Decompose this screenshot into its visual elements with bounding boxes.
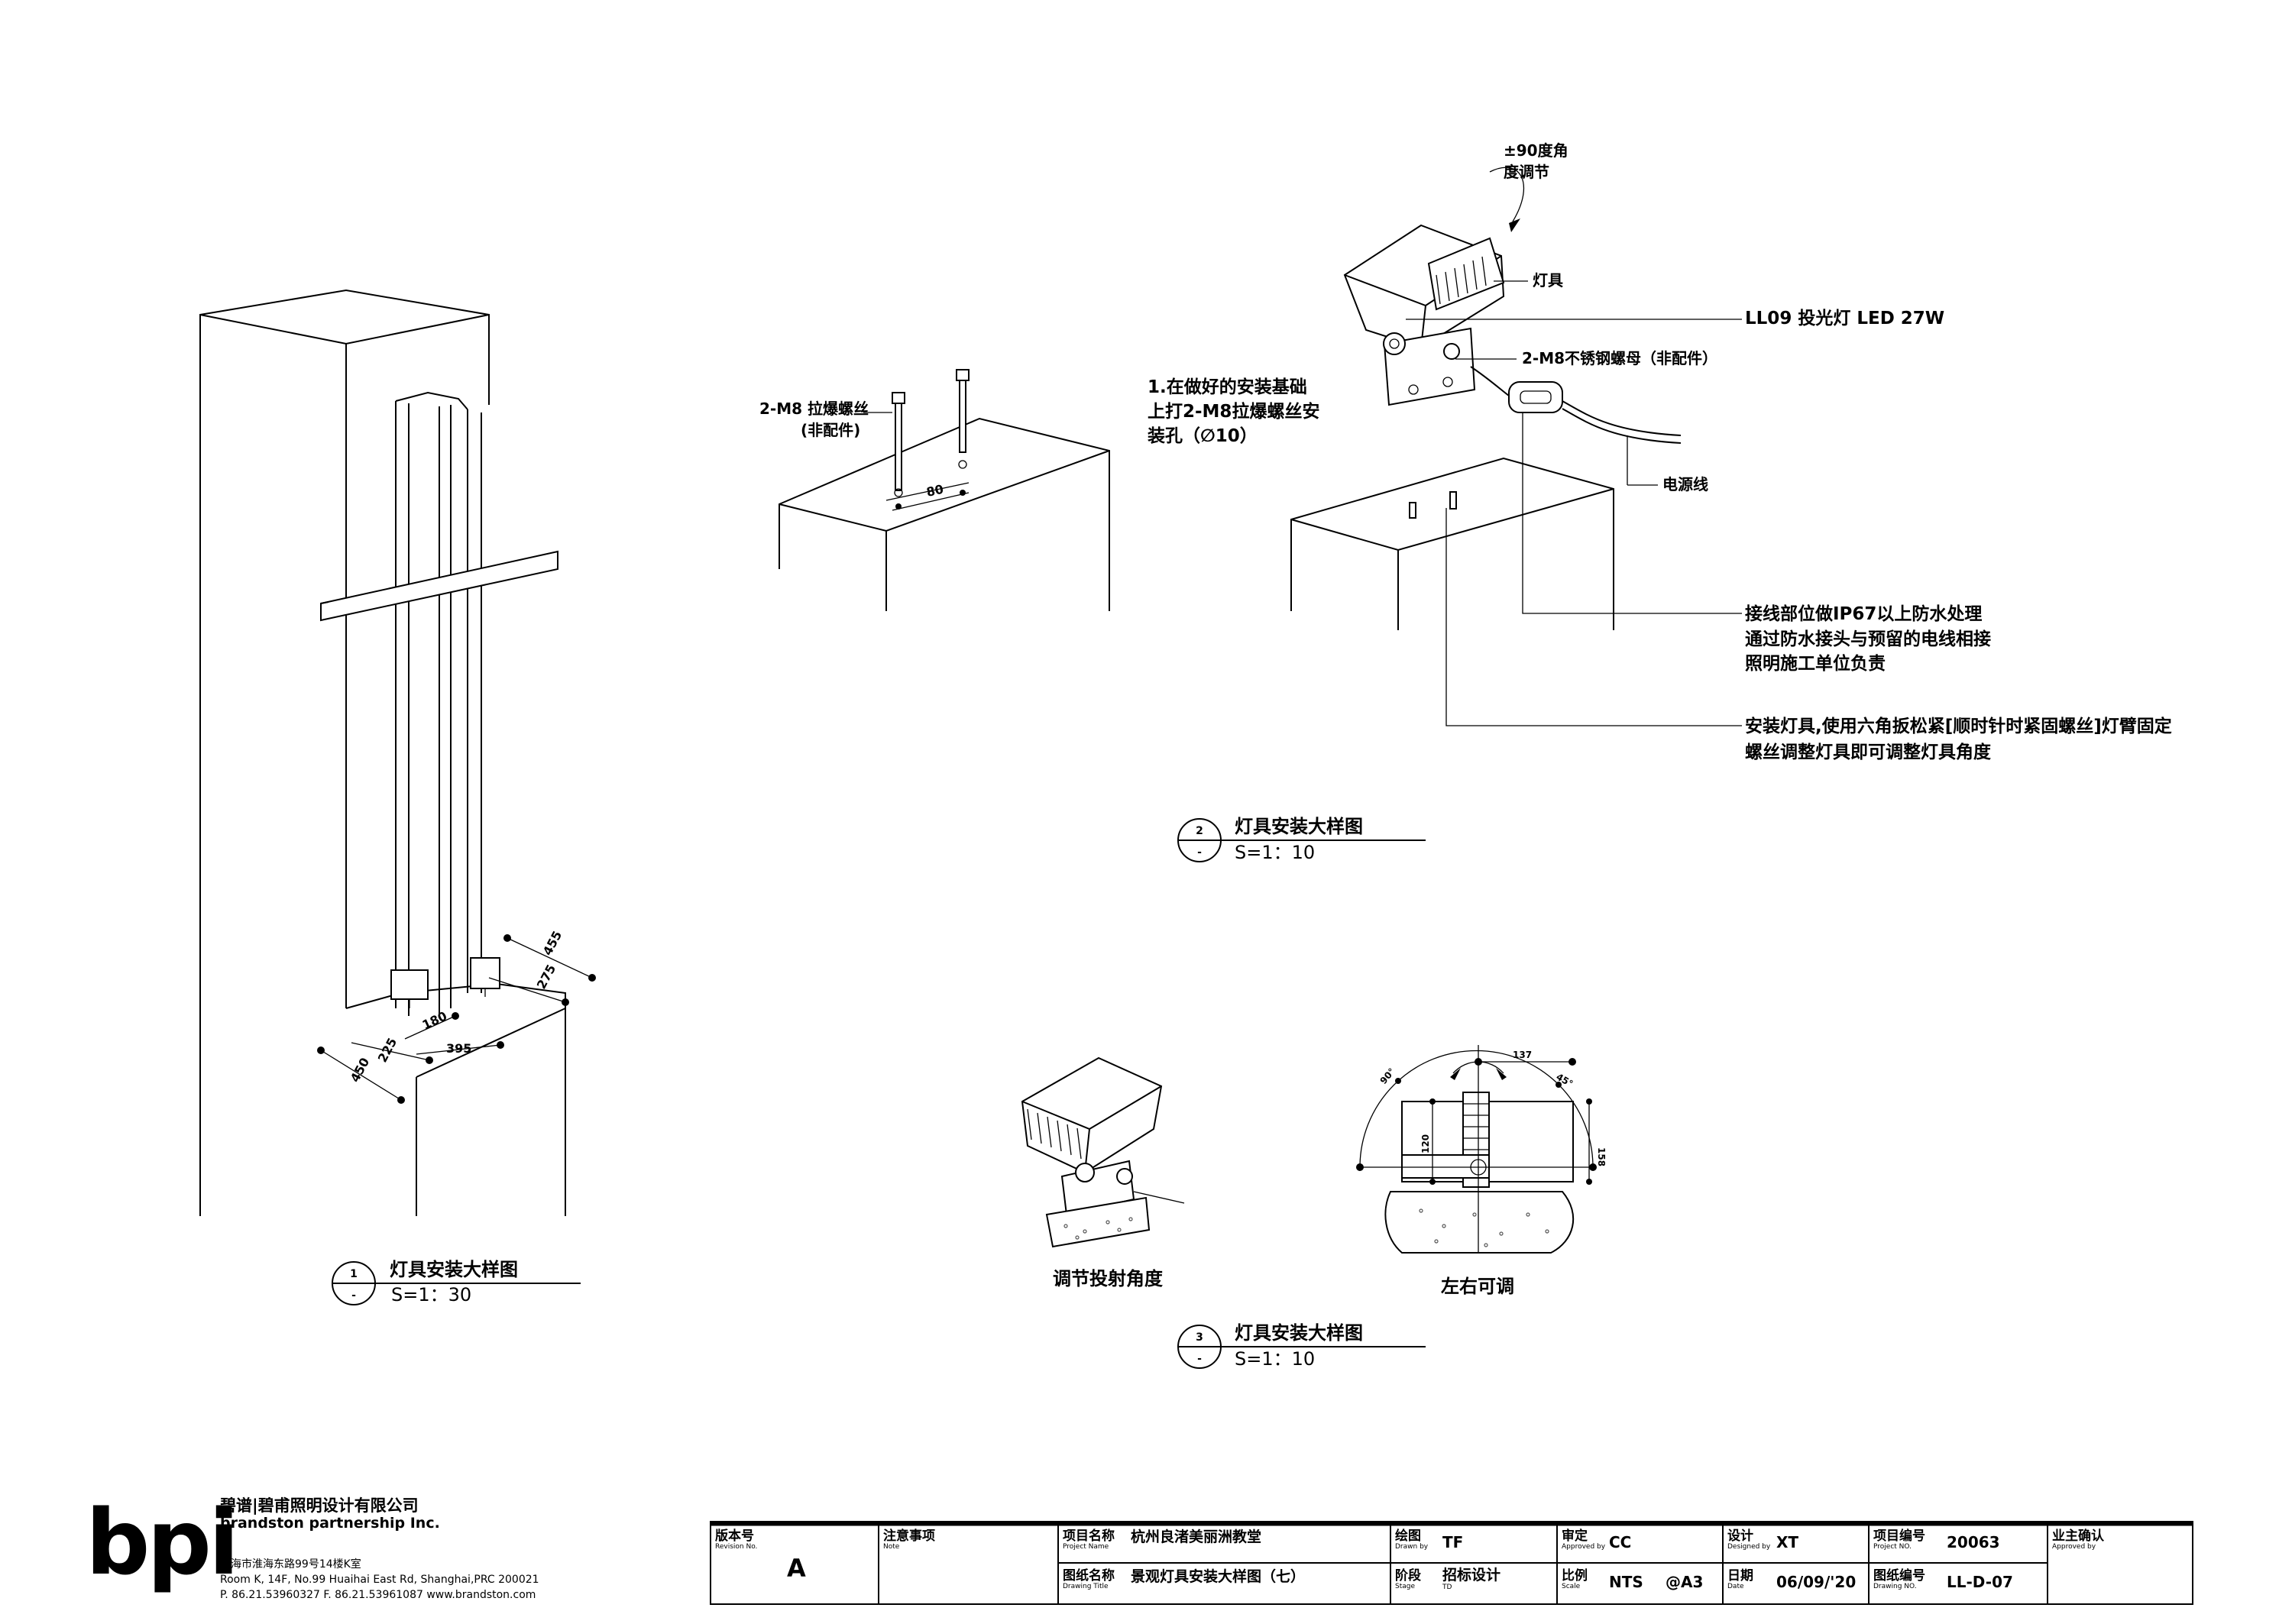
detail-2-scale: S=1：10 <box>1235 842 1315 863</box>
company-address-en: Room K, 14F, No.99 Huaihai East Rd, Shan… <box>220 1574 539 1586</box>
owner-approval-label: 业主确认 <box>2052 1528 2105 1544</box>
detail-2-number: 2 <box>1196 825 1203 837</box>
scale-label-en: Scale <box>1562 1583 1581 1590</box>
revision-label: 版本号 <box>715 1528 754 1544</box>
detail-1-sub: - <box>351 1289 356 1302</box>
detail-3-plan-drawing <box>1356 1045 1597 1254</box>
drawing-title-label: 图纸名称 <box>1063 1567 1115 1584</box>
drawing-title-value: 景观灯具安装大样图（七） <box>1131 1567 1305 1585</box>
designed-value: XT <box>1776 1533 1798 1551</box>
drawing-no-label-en: Drawing NO. <box>1873 1583 1917 1590</box>
detail-1-number: 1 <box>350 1268 358 1280</box>
project-name-label-en: Project Name <box>1063 1543 1109 1551</box>
detail-2-install-note: 螺丝调整灯具即可调整灯具角度 <box>1745 742 1992 762</box>
revision-label-en: Revision No. <box>715 1543 757 1551</box>
detail-2-fixture-assembly <box>1290 167 1742 726</box>
drawing-no-label: 图纸编号 <box>1873 1567 1925 1584</box>
detail-3-title-block <box>1177 1325 1426 1369</box>
project-name-label: 项目名称 <box>1063 1528 1115 1544</box>
detail-2-install-note: 安装灯具,使用六角扳松紧[顺时针时紧固螺丝]灯臂固定 <box>1745 716 2172 736</box>
date-label-en: Date <box>1727 1583 1744 1590</box>
detail-2-fixture-label: 灯具 <box>1533 271 1563 290</box>
designed-label: 设计 <box>1727 1528 1753 1544</box>
date-label: 日期 <box>1727 1568 1753 1584</box>
detail-1-dim: 275 <box>534 962 558 991</box>
detail-2-waterproof-note: 通过防水接头与预留的电线相接 <box>1745 629 1991 649</box>
detail-3-dim: 90° <box>1378 1066 1397 1086</box>
detail-2-note-line: 装孔（∅10） <box>1148 425 1258 446</box>
detail-3-dim: 158 <box>1596 1147 1607 1166</box>
detail-2-bolt-label-note: (非配件) <box>801 421 860 439</box>
designed-label-en: Designed by <box>1727 1543 1771 1551</box>
stage-label-en: Stage <box>1395 1583 1415 1590</box>
stage-value: 招标设计 <box>1442 1566 1500 1584</box>
approved-label-en: Approved by <box>1562 1543 1606 1551</box>
scale-value: NTS <box>1609 1573 1643 1591</box>
approved-label: 审定 <box>1562 1528 1588 1544</box>
detail-3-left-caption: 调节投射角度 <box>1053 1268 1164 1289</box>
detail-3-number: 3 <box>1196 1331 1203 1344</box>
detail-3-title: 灯具安装大样图 <box>1235 1322 1363 1344</box>
detail-2-sub: - <box>1197 846 1202 859</box>
detail-2-base-with-bolts <box>779 369 1110 611</box>
scale-label: 比例 <box>1562 1567 1588 1584</box>
company-name-en: brandston partnership Inc. <box>220 1515 440 1532</box>
detail-3-scale: S=1：10 <box>1235 1348 1315 1370</box>
drawn-by-label-en: Drawn by <box>1395 1543 1429 1551</box>
note-label: 注意事项 <box>883 1528 935 1544</box>
owner-approval-label-en: Approved by <box>2052 1543 2096 1551</box>
detail-3-dim: 137 <box>1513 1050 1532 1060</box>
drawn-by-label: 绘图 <box>1395 1528 1421 1544</box>
detail-2-bolt-label: 2-M8 拉爆螺丝 <box>759 400 869 418</box>
project-no-label-en: Project NO. <box>1873 1543 1912 1551</box>
company-contact: P. 86.21.53960327 F. 86.21.53961087 www.… <box>220 1589 536 1601</box>
detail-1-dim: 180 <box>420 1008 449 1032</box>
detail-2-waterproof-note: 接线部位做IP67以上防水处理 <box>1745 603 1982 624</box>
stage-sub-value: TD <box>1442 1584 1452 1591</box>
detail-1-title-block <box>332 1261 581 1305</box>
detail-1-column-drawing <box>199 289 596 1216</box>
detail-2-cable-label: 电源线 <box>1662 475 1708 493</box>
detail-1-dim: 395 <box>446 1041 471 1056</box>
note-label-en: Note <box>883 1543 900 1551</box>
drawing-title-label-en: Drawing Title <box>1063 1583 1109 1590</box>
detail-1-scale: S=1：30 <box>391 1284 471 1305</box>
detail-2-title-block <box>1177 818 1426 862</box>
drawing-no-value: LL-D-07 <box>1947 1573 2013 1591</box>
approved-value: CC <box>1609 1533 1631 1551</box>
paper-size-value: @A3 <box>1666 1573 1703 1591</box>
detail-2-waterproof-note: 照明施工单位负责 <box>1745 653 1886 674</box>
company-name-cn: 碧谱|碧甫照明设计有限公司 <box>219 1496 419 1516</box>
detail-1-dim: 225 <box>375 1035 400 1064</box>
stage-label: 阶段 <box>1395 1567 1421 1584</box>
detail-2-rotation-label: 度调节 <box>1504 163 1549 181</box>
detail-2-bolt-spacing: 80 <box>925 482 945 500</box>
detail-2-title: 灯具安装大样图 <box>1235 816 1363 837</box>
detail-2-fixture-model: LL09 投光灯 LED 27W <box>1745 309 1944 328</box>
project-no-value: 20063 <box>1947 1533 2000 1551</box>
detail-2-nut-label: 2-M8不锈钢螺母（非配件） <box>1522 349 1717 367</box>
date-value: 06/09/'20 <box>1776 1573 1856 1591</box>
detail-3-tilt-drawing <box>1021 1056 1185 1248</box>
company-logo: bpi <box>86 1490 236 1595</box>
detail-1-dim: 455 <box>540 928 565 957</box>
detail-3-right-caption: 左右可调 <box>1441 1276 1514 1297</box>
detail-3-dim: 120 <box>1420 1134 1431 1153</box>
title-block-frame <box>710 1521 2193 1605</box>
detail-1-title: 灯具安装大样图 <box>390 1259 518 1280</box>
revision-value: A <box>787 1554 806 1583</box>
detail-3-sub: - <box>1197 1353 1202 1365</box>
detail-2-rotation-label: ±90度角 <box>1504 141 1568 160</box>
detail-2-note-line: 1.在做好的安装基础 <box>1148 377 1307 397</box>
drawn-by-value: TF <box>1442 1533 1463 1551</box>
detail-2-note-line: 上打2-M8拉爆螺丝安 <box>1148 401 1319 422</box>
company-address-cn: 上海市淮海东路99号14楼K室 <box>220 1558 361 1571</box>
project-name-value: 杭州良渚美丽洲教堂 <box>1131 1528 1261 1545</box>
project-no-label: 项目编号 <box>1873 1528 1925 1544</box>
